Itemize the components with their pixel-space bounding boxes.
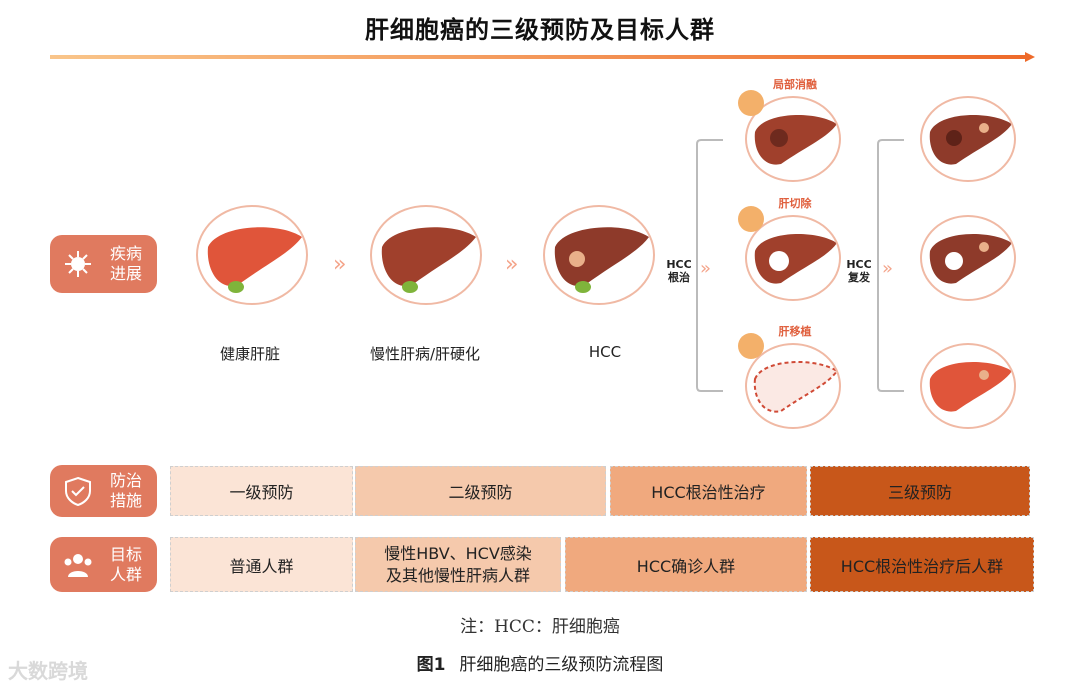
target-population-label: 目标人群 (50, 537, 157, 592)
prevention-label: 防治措施 (50, 465, 157, 517)
shield-check-icon (60, 473, 96, 509)
prevention-cell-2: 二级预防 (355, 466, 606, 516)
people-icon (60, 547, 96, 583)
target-cell-2: 慢性HBV、HCV感染 及其他慢性肝病人群 (355, 537, 561, 592)
cirrhosis-liver-icon (381, 227, 476, 293)
resection-liver-icon (754, 233, 837, 284)
timeline-arrow (50, 52, 1035, 62)
bracket-left (877, 139, 904, 392)
target-cell-4: HCC根治性治疗后人群 (810, 537, 1034, 592)
chevron-right-icon: » (700, 258, 712, 279)
disease-progress-label: 疾病进展 (50, 235, 157, 293)
chevron-right-icon: » (505, 252, 519, 277)
recurrence-liver-circle (920, 215, 1016, 301)
transplant-liver-circle (745, 343, 841, 429)
chevron-right-icon: » (882, 258, 894, 279)
target-cell-3: HCC确诊人群 (565, 537, 807, 592)
treatment-label-resection: 肝切除 (778, 197, 812, 210)
recurrence-liver-icon (929, 114, 1012, 165)
transplant-liver-icon (753, 361, 839, 413)
recurrence-liver-icon (929, 361, 1012, 412)
recurrence-liver-icon (929, 233, 1012, 284)
footnote: 注：HCC：肝细胞癌 (460, 617, 620, 637)
stage-caption: HCC (588, 343, 622, 361)
scalpel-icon (738, 206, 764, 232)
ablation-needle-icon (738, 90, 764, 116)
treatment-label-ablation: 局部消融 (773, 78, 817, 91)
page-title: 肝细胞癌的三级预防及目标人群 (365, 16, 715, 44)
stage-caption: 慢性肝病/肝硬化 (369, 345, 481, 363)
hcc-liver-icon (554, 227, 649, 293)
healthy-liver-icon (207, 227, 302, 293)
recurrence-liver-circle (920, 96, 1016, 182)
prevention-cell-3: HCC根治性治疗 (610, 466, 807, 516)
hcc-liver-circle (543, 205, 655, 305)
liver-outline-icon (738, 333, 764, 359)
watermark: 大数跨境 (8, 659, 88, 683)
treatment-label-transplant: 肝移植 (778, 325, 812, 338)
bracket-left (696, 139, 723, 392)
target-cell-1: 普通人群 (170, 537, 353, 592)
prevention-cell-4: 三级预防 (810, 466, 1030, 516)
ablation-liver-icon (754, 114, 837, 165)
virus-icon (60, 246, 96, 282)
recurrence-liver-circle (920, 343, 1016, 429)
prevention-cell-1: 一级预防 (170, 466, 353, 516)
healthy-liver-circle (196, 205, 308, 305)
stage-caption: 健康肝脏 (219, 345, 280, 363)
chevron-right-icon: » (333, 252, 347, 277)
cirrhosis-liver-circle (370, 205, 482, 305)
resection-liver-circle (745, 215, 841, 301)
